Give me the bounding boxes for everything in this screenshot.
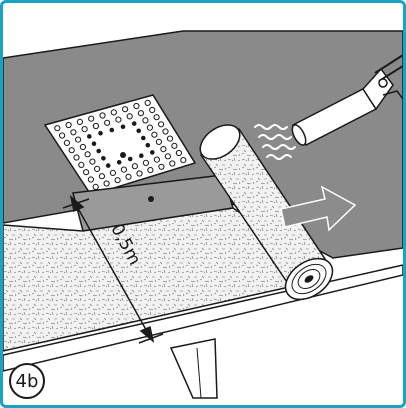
fastener-icon [148, 196, 154, 202]
heat-waves-icon [254, 124, 296, 160]
direction-arrow-icon [280, 185, 357, 232]
roof-installation-scene: 0,5m [3, 30, 403, 399]
support-beam [169, 338, 218, 399]
torch-icon [291, 54, 403, 146]
step-label: 4b [15, 370, 39, 392]
drain-grate-icon [43, 94, 197, 196]
dimension-marker [62, 195, 164, 344]
felt-roll-icon [199, 124, 334, 301]
step-number-badge: 4b [9, 363, 45, 399]
